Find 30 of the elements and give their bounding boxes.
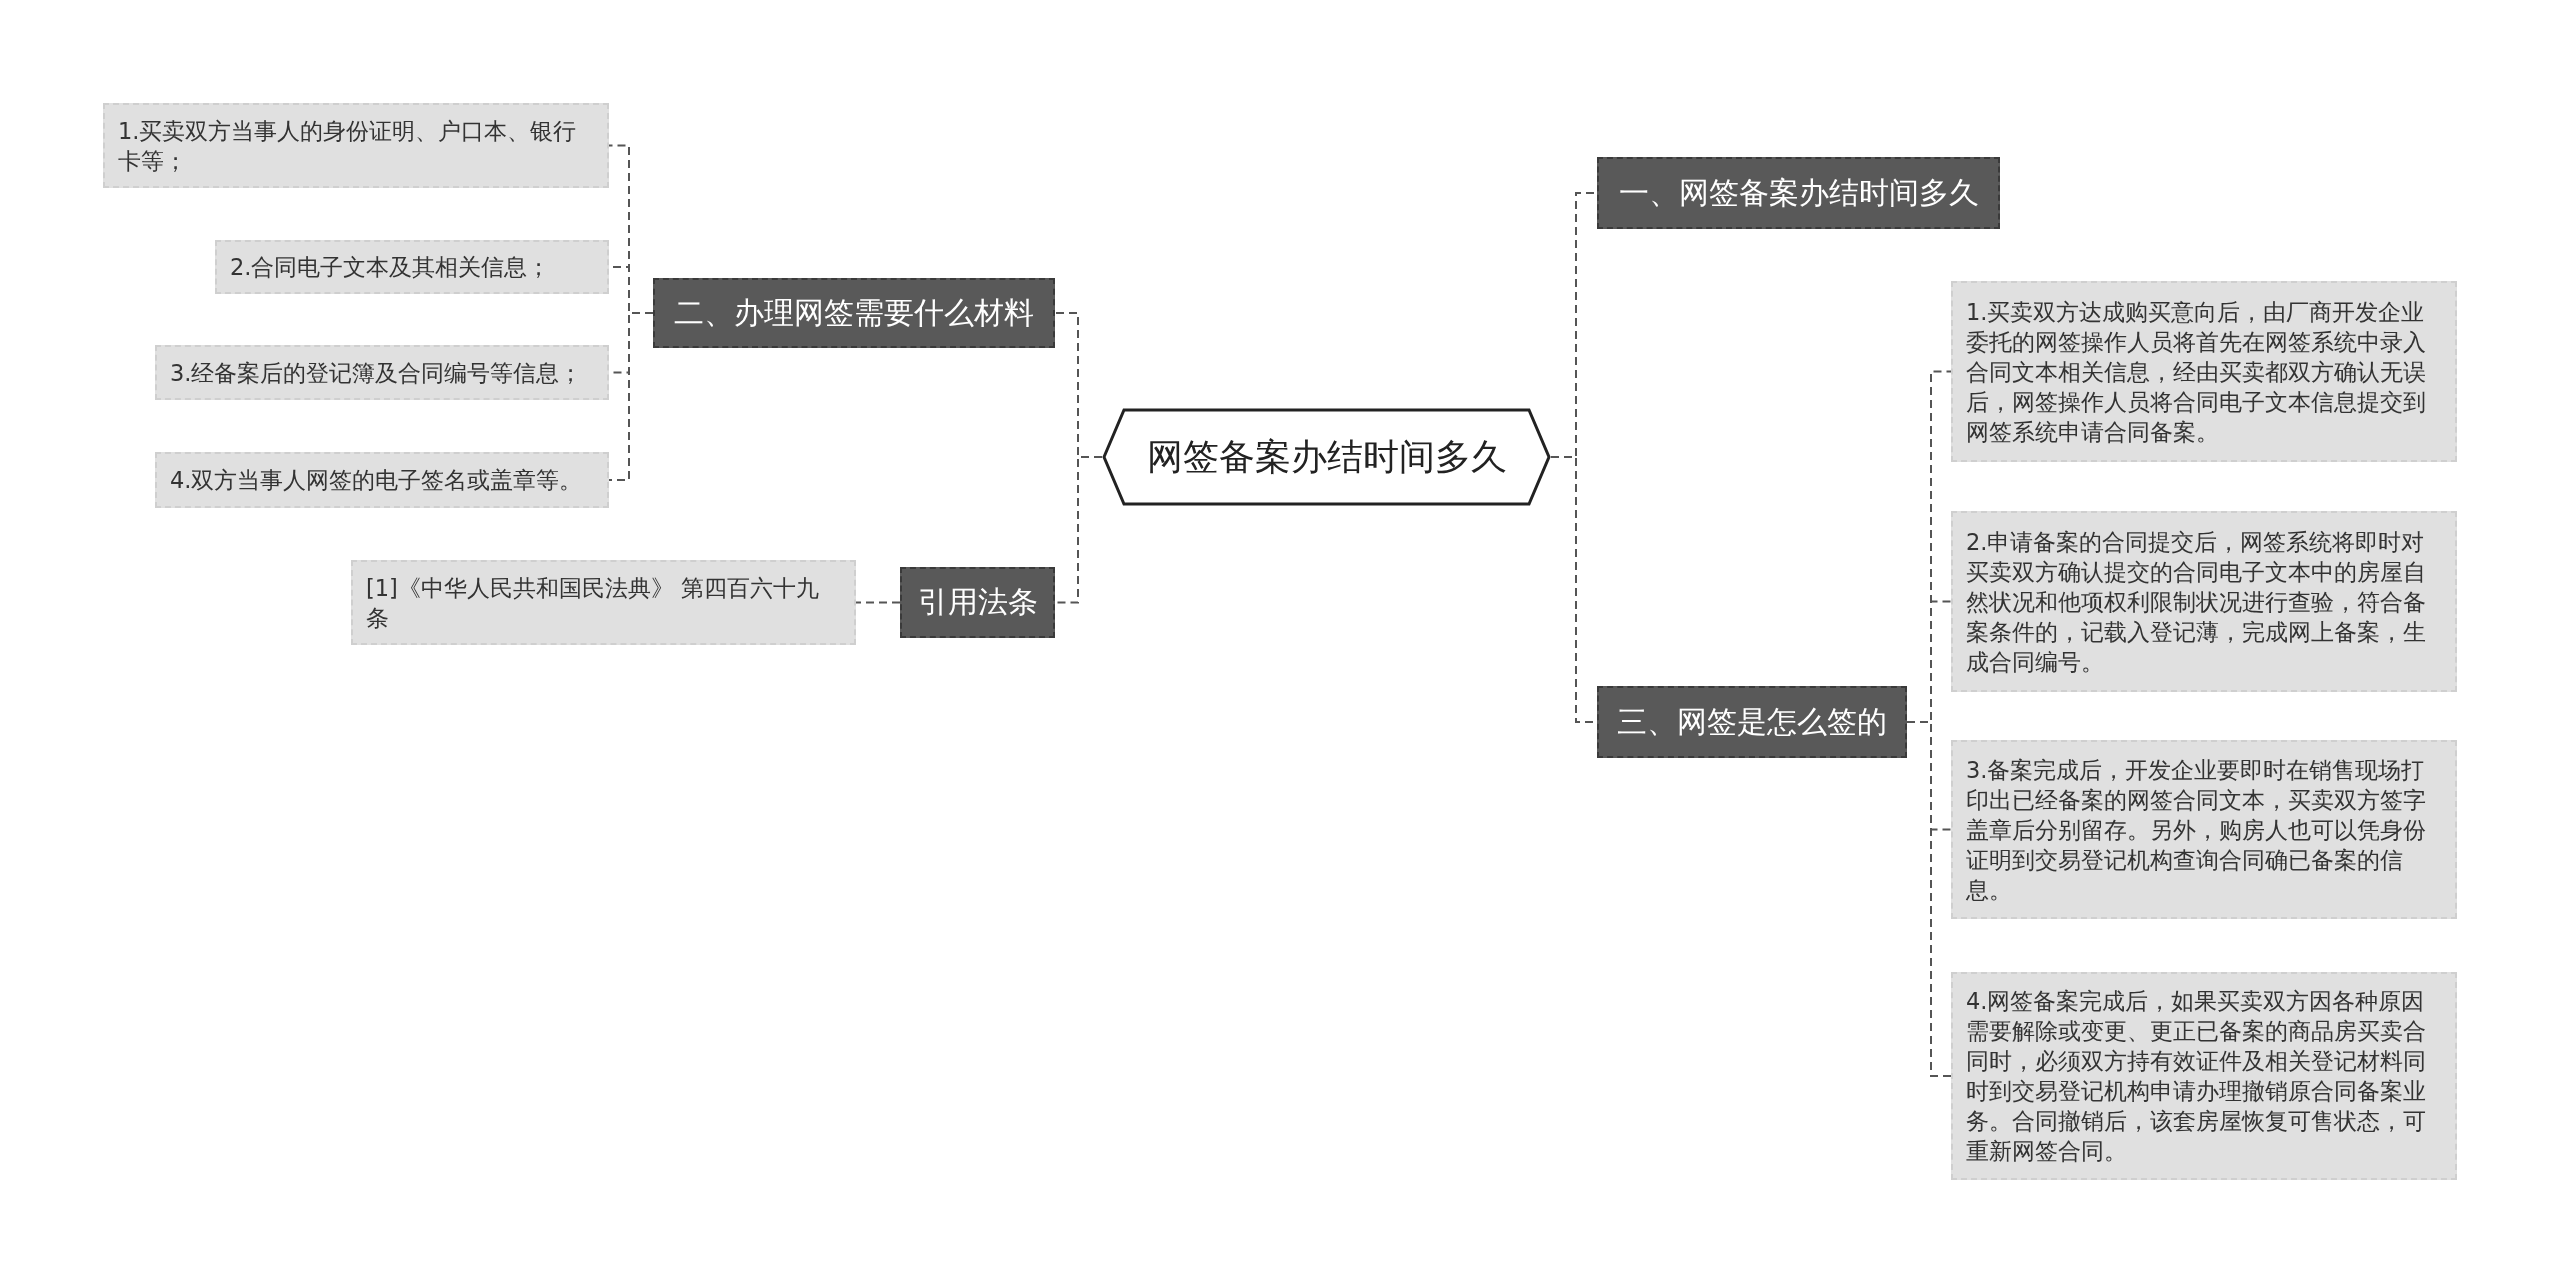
note-text: [1]《中华人民共和国民法典》 第四百六十九条 <box>366 573 821 633</box>
topic-text: 网签备案办结时间多久 <box>1146 434 1507 479</box>
connector-line <box>855 601 901 604</box>
note-box <box>103 103 609 188</box>
note-text: 3.经备案后的登记簿及合同编号等信息； <box>170 358 583 388</box>
note-box <box>155 345 609 400</box>
note-text: 4.双方当事人网签的电子签名或盖章等。 <box>170 466 583 495</box>
connector-line <box>608 312 654 481</box>
note-box <box>351 560 856 645</box>
note-text: 3.备案完成后，开发企业要即时在销售现场打印出已经备案的网签合同文本，买卖双方签字盖章后分别留存。另外，购房人也可以凭身份证明到交易登记机构查询合同确已备案的信息。 <box>1966 755 2427 905</box>
topic-text: 一、网签备案办结时间多久 <box>1618 173 1979 212</box>
topic-box <box>1597 157 2000 229</box>
topic-box <box>900 567 1055 638</box>
note-box <box>1951 281 2457 462</box>
topic-text: 二、办理网签需要什么材料 <box>674 293 1034 332</box>
note-text: 1.买卖双方达成购买意向后，由厂商开发企业委托的网签操作人员将首先在网签系统中录入合同文本相关信息，经由买卖都双方确认无误后，网签操作人员将合同电子文本信息提交到网签系统申请合同备案。 <box>1966 297 2427 447</box>
note-text: 4.网签备案完成后，如果买卖双方因各种原因需要解除或变更、更正已备案的商品房买卖合同时，必须双方持有效证件及相关登记材料同时到交易登记机构申请办理撤销原合同备案业务。合同撤销后，该套房屋恢复可售状态，可重新网签合同。 <box>1966 987 2427 1166</box>
topic-box <box>653 278 1055 348</box>
note-text: 1.买卖双方当事人的身份证明、户口本、银行卡等； <box>118 116 578 176</box>
note-box <box>1951 972 2457 1180</box>
topic-text: 引用法条 <box>917 583 1038 621</box>
topic-text: 三、网签是怎么签的 <box>1617 702 1887 741</box>
hexagon-topic <box>1102 408 1551 506</box>
topic-box <box>1597 686 1907 758</box>
note-box <box>155 452 609 508</box>
note-box <box>1951 511 2457 692</box>
note-box <box>1951 740 2457 919</box>
note-box <box>215 240 609 294</box>
note-text: 2.申请备案的合同提交后，网签系统将即时对买卖双方确认提交的合同电子文本中的房屋自然状况和他项权利限制状况进行查验，符合备案条件的，记载入登记薄，完成网上备案，生成合同编号。 <box>1966 527 2427 677</box>
note-text: 2.合同电子文本及其相关信息； <box>230 253 551 282</box>
